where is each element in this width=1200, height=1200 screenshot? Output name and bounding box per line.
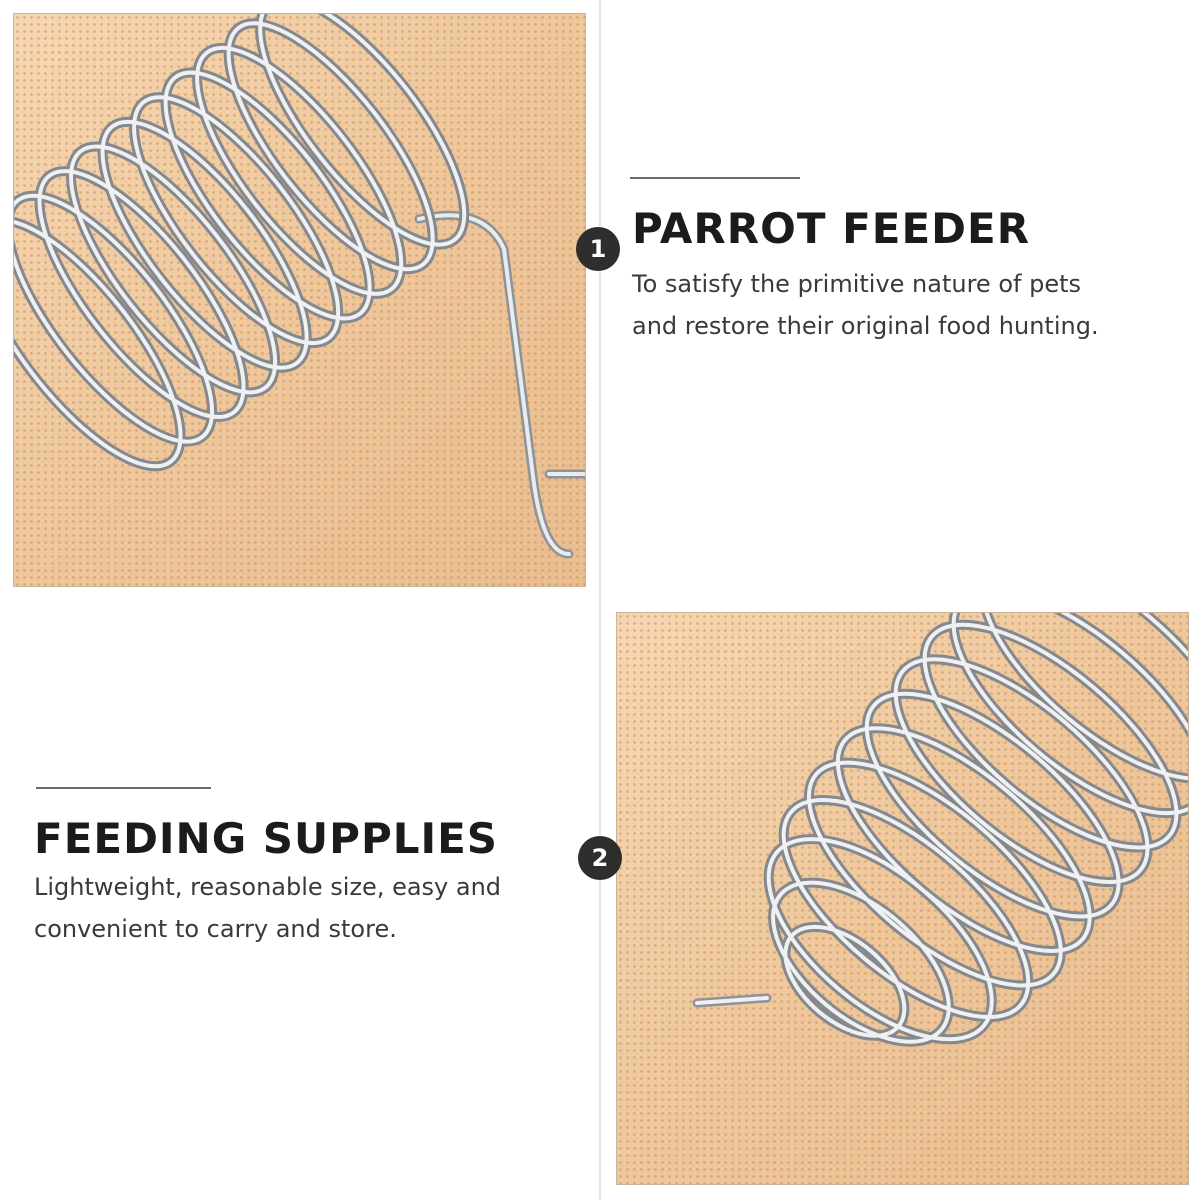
feature-1-number-badge: 1 [576, 227, 620, 271]
feature-1-rule [630, 177, 800, 179]
feature-2-number-badge: 2 [578, 836, 622, 880]
feature-2-title: FEEDING SUPPLIES [34, 814, 499, 863]
center-divider [599, 0, 601, 1200]
feature-1-description-line-1: To satisfy the primitive nature of pets [632, 270, 1082, 298]
product-photo-coil-hook [13, 13, 586, 587]
spiral-coil-end-illustration [692, 613, 1188, 1047]
feature-2-description-line-2: convenient to carry and store. [34, 915, 397, 943]
feature-1-title: PARROT FEEDER [632, 204, 1031, 253]
feature-2-description: Lightweight, reasonable size, easy and c… [34, 866, 574, 950]
feature-2-description-line-1: Lightweight, reasonable size, easy and [34, 873, 502, 901]
feature-1-description: To satisfy the primitive nature of pets … [632, 263, 1192, 347]
feature-1-description-line-2: and restore their original food hunting. [632, 312, 1099, 340]
product-photo-coil-end [616, 612, 1189, 1185]
feature-2-rule [36, 787, 211, 789]
spiral-coil-illustration [14, 14, 585, 559]
